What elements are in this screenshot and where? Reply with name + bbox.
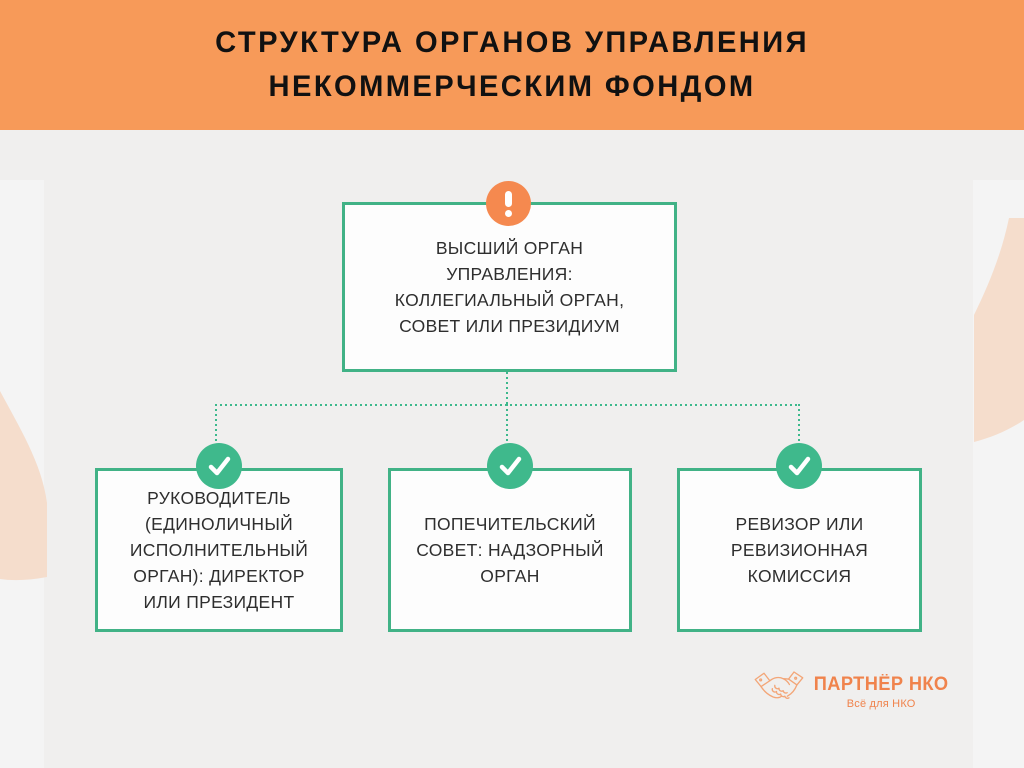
header-band: СТРУКТУРА ОРГАНОВ УПРАВЛЕНИЯ НЕКОММЕРЧЕС… — [0, 0, 1024, 130]
checkmark-glyph — [499, 456, 522, 476]
exclamation-bar — [505, 190, 512, 207]
node-text-line: СОВЕТ: НАДЗОРНЫЙ — [416, 540, 604, 560]
page-title: СТРУКТУРА ОРГАНОВ УПРАВЛЕНИЯ НЕКОММЕРЧЕС… — [215, 21, 809, 109]
node-text-line: ПОПЕЧИТЕЛЬСКИЙ — [424, 514, 596, 534]
check-icon — [487, 443, 533, 489]
connector-left-drop — [215, 404, 217, 445]
node-text-line: РЕВИЗИОННАЯ — [730, 540, 869, 560]
brand-tagline: Всё для НКО — [846, 698, 916, 710]
node-text-line: ИЛИ ПРЕЗИДЕНТ — [143, 592, 295, 612]
node-text-line: КОМИССИЯ — [747, 566, 852, 586]
checkmark-glyph — [208, 456, 231, 476]
node-text-line: (ЕДИНОЛИЧНЫЙ — [144, 514, 294, 534]
node-supreme-governing-body: ВЫСШИЙ ОРГАН УПРАВЛЕНИЯ: КОЛЛЕГИАЛЬНЫЙ О… — [342, 202, 677, 372]
left-peach-arc-decoration — [0, 391, 47, 581]
check-icon — [196, 443, 242, 489]
exclamation-icon — [486, 181, 531, 226]
handshake-icon — [754, 671, 804, 699]
brand-text: ПАРТНЁР НКО Всё для НКО — [811, 674, 951, 710]
connector-right-drop — [798, 404, 800, 445]
node-auditor-commission: РЕВИЗОР ИЛИ РЕВИЗИОННАЯ КОМИССИЯ — [677, 468, 922, 632]
node-text-line: УПРАВЛЕНИЯ: — [446, 264, 573, 284]
node-text-line: ВЫСШИЙ ОРГАН — [435, 238, 584, 258]
connector-middle-drop — [506, 404, 508, 445]
check-icon — [776, 443, 822, 489]
node-board-of-trustees: ПОПЕЧИТЕЛЬСКИЙ СОВЕТ: НАДЗОРНЫЙ ОРГАН — [388, 468, 632, 632]
page-title-line2: НЕКОММЕРЧЕСКИМ ФОНДОМ — [268, 70, 756, 103]
node-text-line: ОРГАН — [480, 566, 540, 586]
right-peach-arc-decoration — [974, 218, 1024, 442]
checkmark-glyph — [788, 456, 811, 476]
node-text-line: СОВЕТ ИЛИ ПРЕЗИДИУМ — [399, 316, 620, 336]
node-text-line: РУКОВОДИТЕЛЬ — [147, 488, 291, 508]
node-text-line: ОРГАН): ДИРЕКТОР — [133, 566, 305, 586]
page-title-line1: СТРУКТУРА ОРГАНОВ УПРАВЛЕНИЯ — [215, 26, 809, 59]
node-text-line: КОЛЛЕГИАЛЬНЫЙ ОРГАН, — [394, 290, 625, 310]
connector-root-down — [506, 372, 508, 405]
brand-name: ПАРТНЁР НКО — [813, 674, 949, 695]
exclamation-dot — [505, 209, 512, 217]
brand-logo: ПАРТНЁР НКО Всё для НКО — [754, 668, 951, 710]
node-text-line: РЕВИЗОР ИЛИ — [735, 514, 864, 534]
node-text-line: ИСПОЛНИТЕЛЬНЫЙ — [129, 540, 309, 560]
node-leader-executive-body: РУКОВОДИТЕЛЬ (ЕДИНОЛИЧНЫЙ ИСПОЛНИТЕЛЬНЫЙ… — [95, 468, 343, 632]
